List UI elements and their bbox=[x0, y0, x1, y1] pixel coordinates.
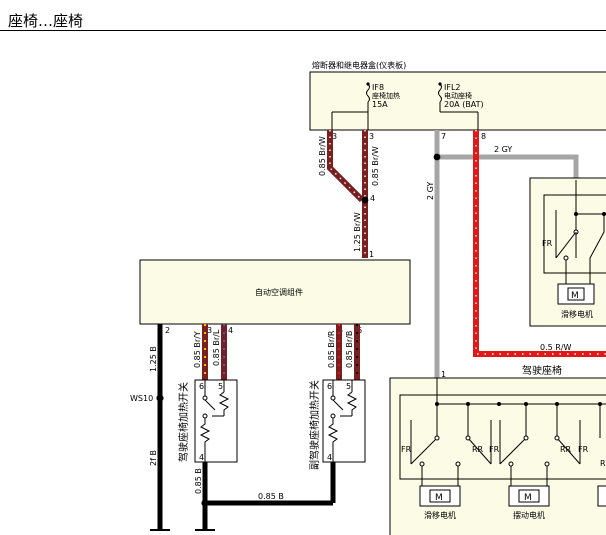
fuse-if8-id: IF8 bbox=[372, 83, 384, 92]
seat-switch-fr-1: FR bbox=[401, 445, 412, 454]
wire-label-2gy-v: 2 GY bbox=[426, 182, 435, 200]
fuse-box-pin-3b: 3 bbox=[369, 132, 374, 141]
wire-label-085-brb: 0.85 Br/B bbox=[345, 331, 354, 368]
fuse-box-title: 熔断器和继电器盒(仪表板) bbox=[312, 60, 406, 70]
ground-label-ws10: WS10 bbox=[130, 394, 153, 403]
svg-text:M: M bbox=[524, 493, 532, 503]
seat-tilt-motor: M bbox=[508, 485, 550, 507]
wire-label-05-rw: 0.5 R/W bbox=[540, 343, 572, 352]
wire-label-085-brw-b: 0.85 Br/W bbox=[371, 146, 380, 186]
fuse-ifl2: IFL2 电动座椅 20A (BAT) bbox=[438, 82, 484, 130]
seat-slide-motor: M bbox=[419, 485, 461, 507]
auto-ac-module bbox=[139, 259, 411, 325]
seat-switch-rr-3: RR bbox=[600, 459, 606, 468]
ac-pin-2: 2 bbox=[165, 326, 170, 335]
svg-text:M: M bbox=[435, 493, 443, 503]
fuse-relay-box bbox=[309, 71, 606, 131]
driver-heat-switch-pin-4: 4 bbox=[199, 453, 204, 462]
wire-label-2f-b: 2f B bbox=[149, 450, 158, 466]
wire-label-2gy-h: 2 GY bbox=[494, 145, 512, 154]
auto-ac-module-label: 自动空调组件 bbox=[255, 287, 303, 297]
ac-pin-3: 3 bbox=[207, 326, 212, 335]
seat-tilt-motor-label: 摆动电机 bbox=[513, 510, 545, 520]
page-title: 座椅…座椅 bbox=[8, 12, 84, 30]
fuse-ifl2-id: IFL2 bbox=[444, 83, 461, 92]
fuse-box-pin-7: 7 bbox=[441, 132, 446, 141]
splice-point bbox=[361, 196, 369, 204]
fuse-if8-desc: 座椅加热 bbox=[372, 91, 400, 100]
fuse-box-pin-3a: 3 bbox=[332, 132, 337, 141]
upper-slide-motor-label: 滑移电机 bbox=[561, 309, 593, 319]
wire-gray bbox=[434, 130, 579, 378]
seat-switch-rr-2: RR bbox=[560, 445, 572, 454]
fuse-ifl2-rating: 20A (BAT) bbox=[444, 100, 484, 109]
wire-label-085-b-v: 0.85 B bbox=[194, 468, 203, 494]
driver-heat-switch-pin-6: 6 bbox=[199, 382, 204, 391]
seat-switch-fr-3: FR bbox=[578, 445, 589, 454]
seat-switch-fr-2: FR bbox=[489, 445, 500, 454]
fuse-box-pin-8: 8 bbox=[481, 132, 486, 141]
driver-heat-switch-label: 驾驶座椅加热开关 bbox=[177, 382, 190, 462]
wire-red bbox=[473, 130, 606, 357]
fuse-if8-rating: 15A bbox=[372, 100, 388, 109]
driver-seat-pin-1: 1 bbox=[441, 370, 446, 379]
seat-slide-motor-label: 滑移电机 bbox=[424, 510, 456, 520]
splice-pin-4: 4 bbox=[370, 194, 375, 203]
splice-out-pin-1: 1 bbox=[369, 250, 374, 259]
wire-label-085-brw-a: 0.85 Br/W bbox=[318, 136, 327, 176]
passenger-heat-switch-pin-6: 6 bbox=[327, 382, 332, 391]
wire-label-125-b: 1.25 B bbox=[149, 346, 158, 372]
passenger-heat-switch-pin-5: 5 bbox=[346, 382, 351, 391]
ground-ws10 bbox=[156, 394, 164, 402]
passenger-heat-switch-label: 副驾驶座椅加热开关 bbox=[308, 380, 321, 470]
ac-pin-4: 4 bbox=[228, 326, 233, 335]
passenger-heat-switch bbox=[322, 379, 366, 463]
seat-switch-rr-1: RR bbox=[472, 445, 484, 454]
wire-label-085-brl: 0.85 Br/L bbox=[212, 329, 221, 366]
upper-module-fr-label: FR bbox=[542, 239, 553, 248]
wire-label-085-b-h: 0.85 B bbox=[258, 492, 284, 501]
wire-brown-left bbox=[327, 130, 365, 203]
driver-heat-switch-pin-5: 5 bbox=[218, 382, 223, 391]
passenger-heat-switch-pin-4: 4 bbox=[327, 453, 332, 462]
driver-seat-label: 驾驶座椅 bbox=[522, 364, 562, 377]
wire-label-085-brr: 0.85 Br/R bbox=[327, 330, 336, 368]
wire-label-125-brw: 1.25 Br/W bbox=[353, 212, 362, 252]
svg-text:M: M bbox=[571, 291, 579, 301]
title-divider bbox=[0, 30, 606, 31]
black-splice-point bbox=[201, 499, 209, 507]
fuse-ifl2-desc: 电动座椅 bbox=[444, 91, 472, 100]
driver-heat-switch bbox=[194, 379, 238, 463]
wire-label-085-bry: 0.85 Br/Y bbox=[193, 331, 202, 368]
fuse-if8: IF8 座椅加热 15A bbox=[366, 82, 400, 130]
upper-slide-motor: M bbox=[557, 283, 595, 305]
gray-splice-point bbox=[433, 153, 441, 161]
